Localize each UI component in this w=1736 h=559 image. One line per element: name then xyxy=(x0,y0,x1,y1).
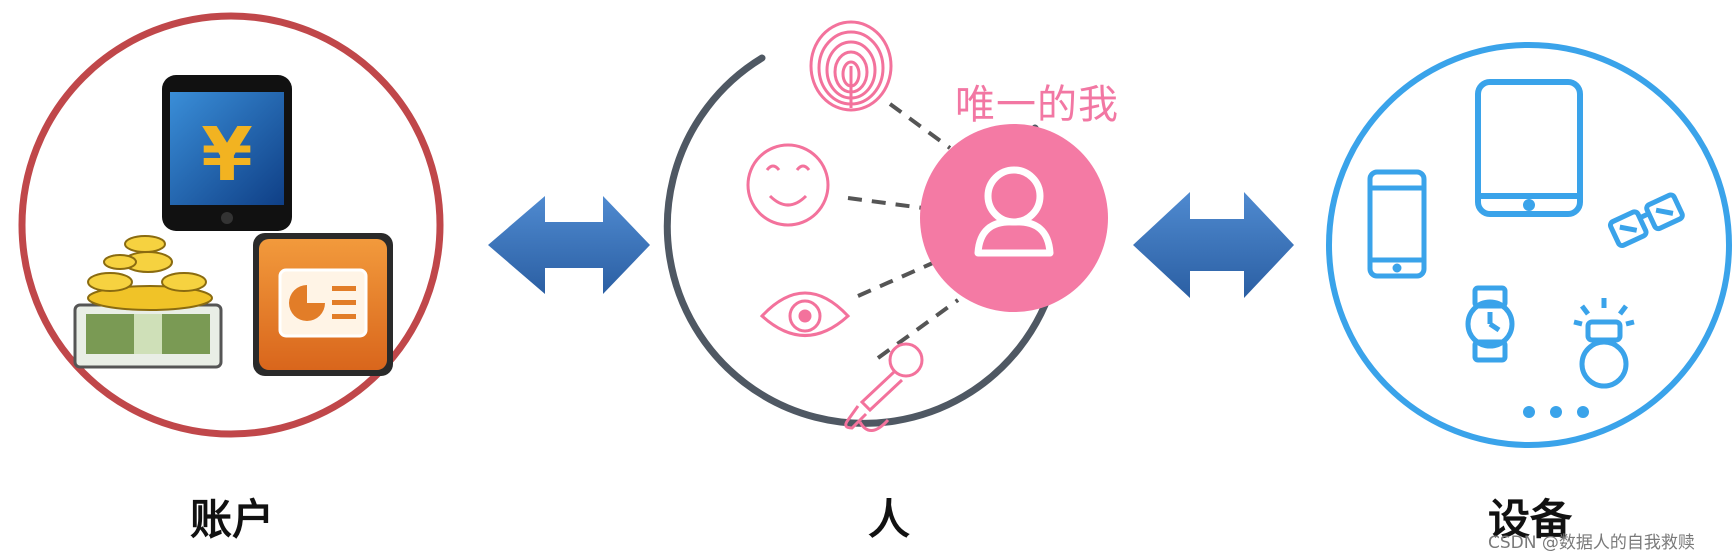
more-dots-icon xyxy=(1523,406,1589,418)
smart-glasses-icon xyxy=(1607,192,1685,249)
person-group xyxy=(663,20,1108,432)
phone-icon xyxy=(1367,169,1427,279)
watermark: CSDN @数据人的自我救赎 xyxy=(1488,533,1695,553)
svg-text:¥: ¥ xyxy=(201,112,253,198)
smiley-face-icon xyxy=(746,143,830,227)
account-circle xyxy=(18,12,444,438)
tablet-icon xyxy=(1475,79,1583,217)
gold-coins-cash-icon xyxy=(73,235,223,369)
device-label: 设备 xyxy=(1487,495,1572,544)
pie-chart-card-icon xyxy=(253,233,393,376)
double-arrow-right xyxy=(1133,192,1294,298)
person-label: 人 xyxy=(867,495,910,544)
double-arrow-left xyxy=(488,196,650,294)
smart-ring-icon xyxy=(1573,298,1635,389)
fingerprint-icon xyxy=(809,20,893,112)
user-icon xyxy=(920,124,1108,312)
unique-me-label: 唯一的我 xyxy=(955,82,1119,128)
device-group xyxy=(1326,42,1732,448)
smartphone-yuan-icon: ¥ xyxy=(162,75,292,231)
microphone-icon xyxy=(844,342,924,432)
device-circle xyxy=(1326,42,1732,448)
eye-icon xyxy=(759,291,851,337)
account-label: 账户 xyxy=(189,495,274,544)
account-group: ¥ xyxy=(18,12,444,438)
smartwatch-icon xyxy=(1465,285,1515,363)
